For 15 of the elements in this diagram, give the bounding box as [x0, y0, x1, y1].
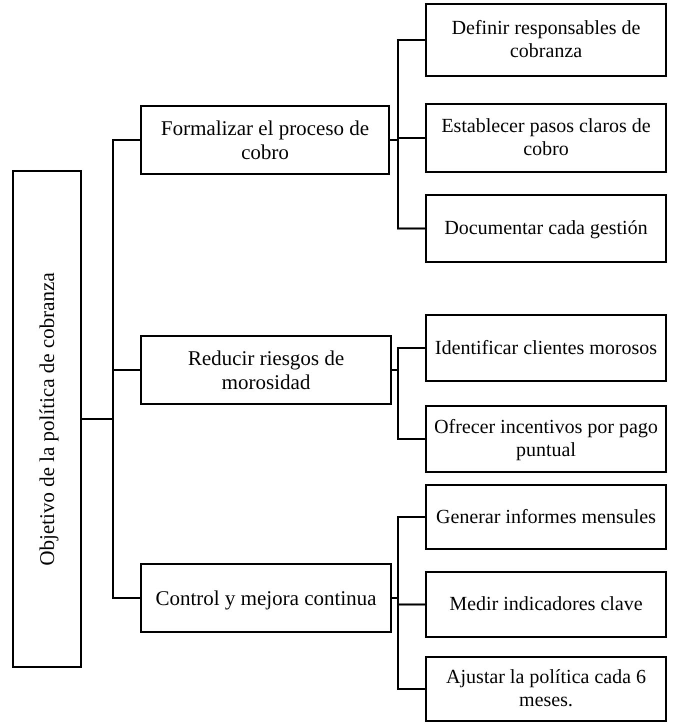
connector-line — [392, 369, 425, 440]
text-box: Objetivo de la política de cobranza — [12, 170, 82, 668]
text-box: Ajustar la política cada 6 meses. — [425, 656, 667, 722]
text-box: Ofrecer incentivos por pago puntual — [425, 405, 667, 473]
text-box: Generar informes mensules — [425, 484, 667, 550]
text-box: Medir indicadores clave — [425, 571, 667, 638]
text-box: Formalizar el proceso de cobro — [140, 105, 390, 175]
connector-line — [82, 418, 140, 599]
text-box: Reducir riesgos de morosidad — [140, 335, 392, 405]
text-box: Establecer pasos claros de cobro — [425, 103, 667, 173]
text-box: Definir responsables de cobranza — [425, 3, 667, 77]
connector-line — [390, 139, 425, 230]
text-box: Control y mejora continua — [140, 563, 392, 633]
text-box: Documentar cada gestión — [425, 194, 667, 263]
text-box: Identificar clientes morosos — [425, 314, 667, 382]
